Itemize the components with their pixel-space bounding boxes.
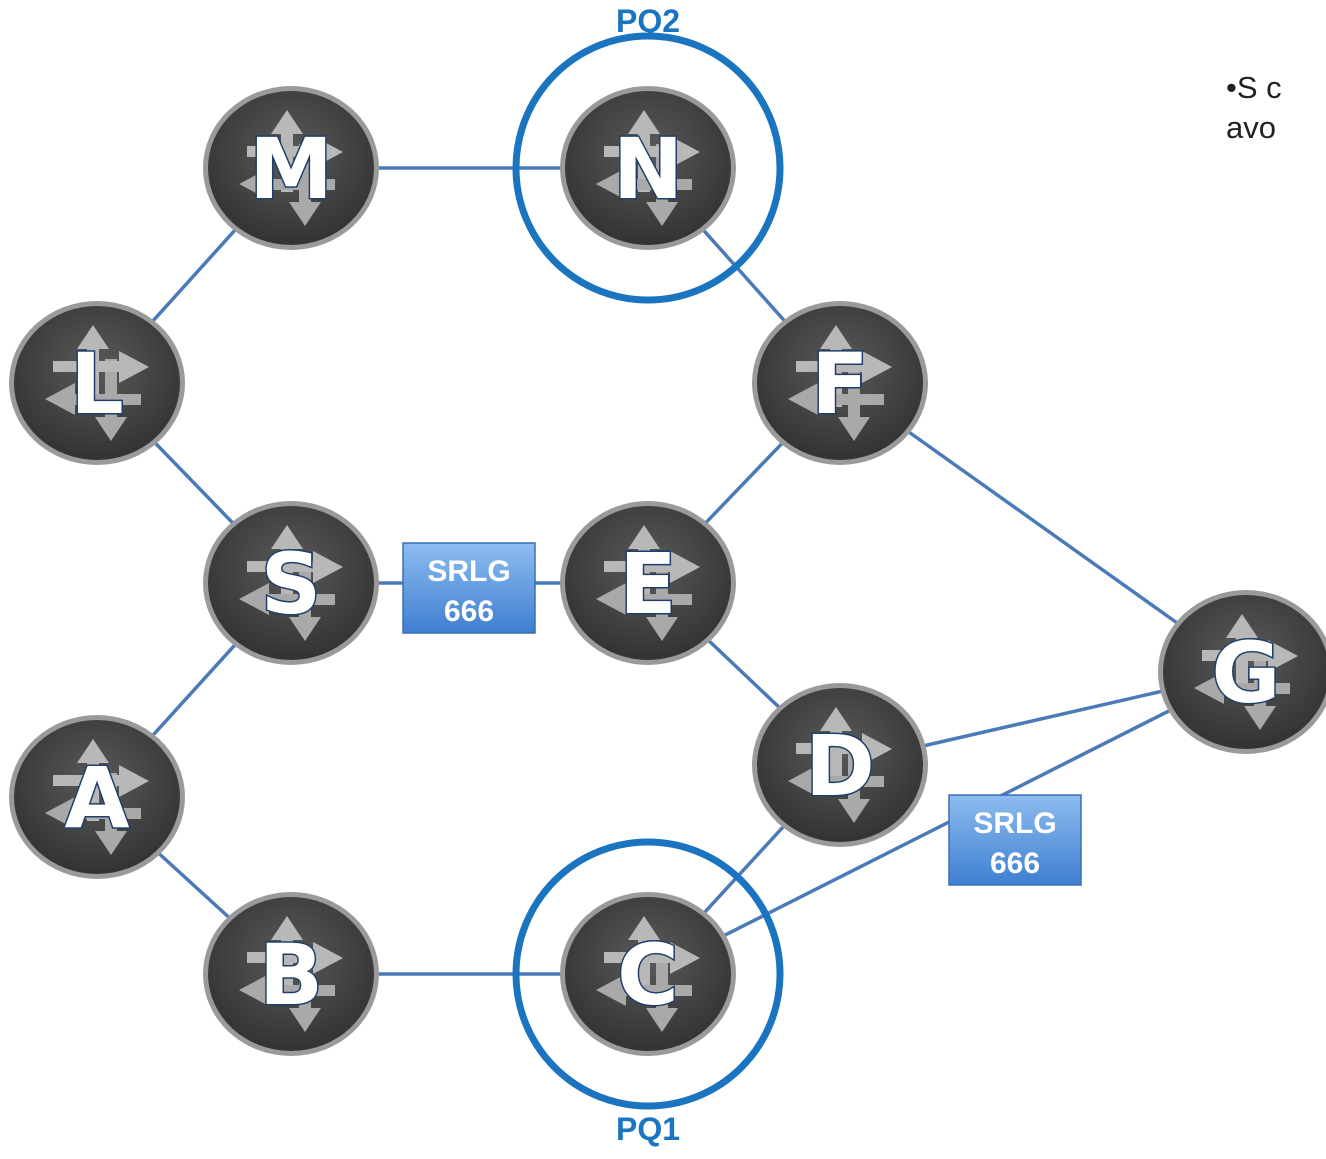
pq-label: PQ2 [616,3,680,39]
pq-ring [512,32,784,304]
link-s-a [151,642,237,738]
router-label: F [811,335,868,433]
router-label: C [617,926,679,1024]
router-node-a[interactable]: A [9,715,185,879]
router-label: E [619,535,676,633]
link-l-s [153,441,235,525]
router-label: D [805,717,875,815]
router-node-g[interactable]: G [1158,590,1326,754]
pq-ring [512,838,784,1110]
side-note-line-1: •S c [1226,70,1282,105]
router-node-e[interactable]: E [560,501,736,665]
srlg-label-s-e: SRLG 666 [402,542,536,634]
link-c-d [702,824,786,915]
side-note-text: •S c avo [1226,68,1326,148]
link-l-m [150,228,238,323]
srlg-name: SRLG [973,807,1056,840]
srlg-value: 666 [990,847,1040,880]
router-node-c[interactable]: C [560,892,736,1056]
router-label: G [1212,624,1281,722]
router-node-b[interactable]: B [203,892,379,1056]
srlg-box [402,542,536,634]
link-a-b [157,851,231,920]
router-node-m[interactable]: M [203,86,379,250]
router-label: L [70,335,124,433]
router-label: M [249,120,333,218]
pq-marker-pq1: PQ1 [512,838,784,1147]
pq-marker-pq2: PQ2 [512,3,784,304]
srlg-name: SRLG [427,555,510,588]
router-node-l[interactable]: L [9,301,185,465]
srlg-label-c-g: SRLG 666 [948,794,1082,886]
side-note-line-2: avo [1226,110,1276,145]
router-node-d[interactable]: D [752,683,928,847]
srlg-value: 666 [444,595,494,628]
link-d-g [923,689,1163,748]
router-label: B [259,926,323,1024]
router-label: A [64,749,129,847]
router-node-s[interactable]: S [203,501,379,665]
link-c-g [722,708,1172,938]
router-node-n[interactable]: N [560,86,736,250]
link-f-g [907,430,1179,625]
link-n-f [701,228,787,323]
router-label: S [261,535,322,633]
link-e-f [704,441,784,525]
srlg-box [948,794,1082,886]
pq-label: PQ1 [616,1111,680,1147]
router-node-f[interactable]: F [752,301,928,465]
link-e-d [707,638,781,710]
router-label: N [613,120,683,218]
